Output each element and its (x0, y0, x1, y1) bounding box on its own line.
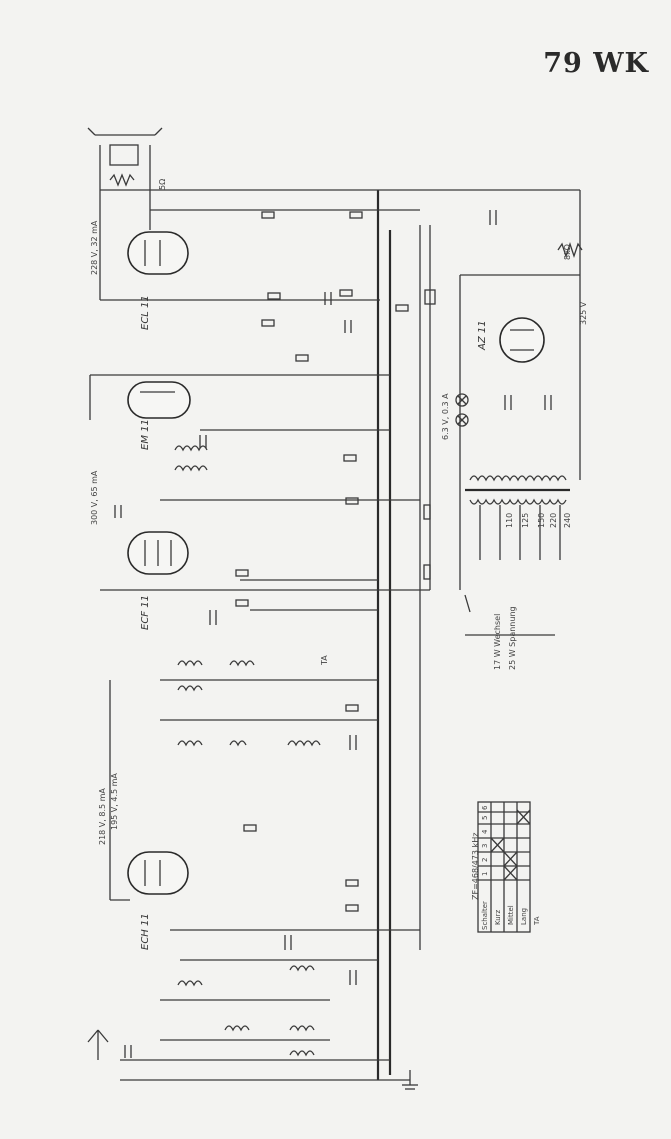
switch-row-mittel: Mittel (507, 905, 515, 925)
tube-label-ech11: ECH 11 (140, 913, 151, 950)
switch-table: Schalter 1 2 3 4 5 6 Kurz Mittel Lang TA (477, 801, 541, 933)
misc-labels: TA 17 W Wechsel 25 W Spannung 8kΩ 5Ω (158, 179, 572, 670)
voltage-label-1: 300 V, 65 mA (90, 470, 99, 525)
tube-ecl11: ECL 11 (127, 231, 189, 330)
switch-row-lang: Lang (520, 908, 528, 925)
resistors (235, 211, 583, 912)
ohm-label: 8kΩ (563, 244, 572, 260)
switch-col-4: 4 (481, 829, 489, 834)
speaker-symbol (87, 127, 163, 230)
voltage-label-2: 218 V, 8.5 mA (98, 788, 107, 845)
switch-col-5: 5 (481, 816, 489, 820)
tube-ech11: ECH 11 (127, 851, 189, 950)
switch-col-3: 3 (481, 844, 489, 848)
tube-az11: AZ 11 (477, 317, 545, 363)
switch-row-ta: TA (533, 916, 541, 926)
tube-em11: EM 11 (127, 381, 191, 450)
model-title: 79 WK (543, 48, 649, 79)
switch-row-kurz: Kurz (494, 909, 502, 925)
mains-taps: 110 125 150 220 240 (464, 505, 572, 636)
tube-label-az11: AZ 11 (477, 320, 488, 351)
capacitors (114, 210, 552, 1058)
pilot-lamp-label: 6.3 V, 0.3 A (441, 393, 450, 440)
switch-header: Schalter (481, 901, 489, 930)
switch-col-6: 6 (481, 805, 489, 810)
voltage-labels: 228 V, 32 mA 300 V, 65 mA 218 V, 8.5 mA … (90, 220, 588, 845)
mains-tap-3: 220 (549, 513, 558, 528)
mains-tap-0: 110 (505, 513, 514, 528)
pilot-lamps: 6.3 V, 0.3 A (441, 393, 469, 440)
wechsel-label: 17 W Wechsel (493, 614, 502, 670)
voltage-label-4: 325 V (579, 301, 588, 325)
voltage-label-3: 195 V, 4.5 mA (110, 773, 119, 830)
ground-symbol (402, 1070, 418, 1090)
antenna-symbol (87, 1029, 109, 1060)
voltage-label-0: 228 V, 32 mA (90, 220, 99, 275)
mains-tap-1: 125 (521, 513, 530, 528)
tube-label-ecl11: ECL 11 (140, 295, 151, 330)
switch-col-1: 1 (481, 872, 489, 876)
mains-tap-4: 240 (563, 513, 572, 528)
if-frequency-note: ZF=468/473 kHz (471, 833, 480, 900)
switch-col-2: 2 (481, 858, 489, 862)
bus-lines (89, 189, 581, 1081)
mains-tap-2: 150 (537, 513, 546, 528)
tube-label-ecf11: ECF 11 (140, 595, 151, 630)
coils (174, 445, 570, 1057)
ta-label: TA (320, 655, 329, 666)
spannung-label: 25 W Spannung (508, 606, 517, 670)
speaker-ohm-label: 5Ω (158, 179, 167, 190)
tube-label-em11: EM 11 (140, 419, 151, 450)
tube-ecf11: ECF 11 (127, 531, 189, 630)
